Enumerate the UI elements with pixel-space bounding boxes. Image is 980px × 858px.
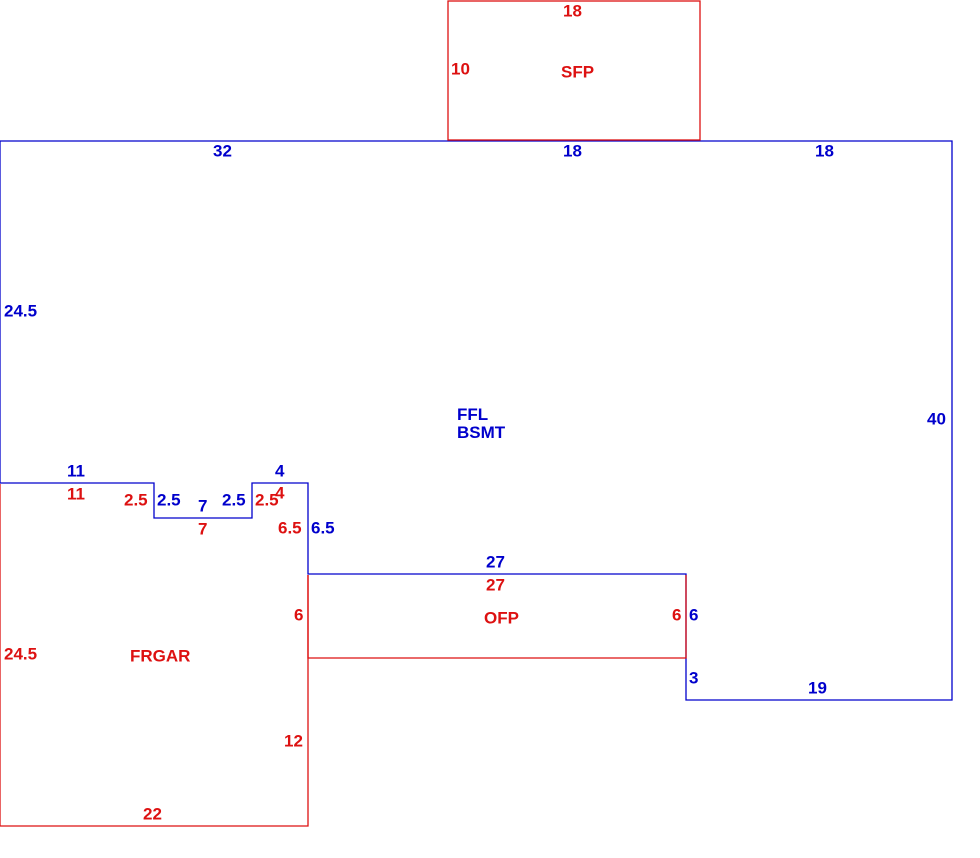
dim-gar-left: 24.5 (4, 644, 37, 663)
dim-sfp-top: 18 (563, 1, 582, 20)
dim-gar-right-mid: 6 (294, 605, 303, 624)
dim-main-top-right: 18 (815, 141, 834, 160)
dim-ofp-side: 6 (672, 605, 681, 624)
garage-name: FRGAR (130, 646, 190, 665)
dim-gar-top2: 4 (275, 483, 285, 502)
dim-gar-right-lower: 12 (284, 731, 303, 750)
dim-gar-notch-down1: 2.5 (124, 490, 148, 509)
dim-gar-top: 11 (67, 484, 85, 503)
dim-main-notch-down2: 6.5 (311, 518, 335, 537)
sfp-name: SFP (561, 62, 594, 81)
dim-main-porch-side: 6 (689, 605, 698, 624)
dim-main-bottom-right: 19 (808, 678, 827, 697)
main-area-outline (0, 140, 953, 701)
dim-main-top-left: 32 (213, 141, 232, 160)
dim-main-notch-up: 2.5 (222, 490, 246, 509)
main-area-name-line2: BSMT (457, 423, 506, 442)
dim-main-notch-down1: 2.5 (157, 490, 181, 509)
dim-gar-notch-bottom: 7 (198, 519, 207, 538)
sfp-outline (447, 0, 701, 141)
dim-main-notch-top2: 4 (275, 461, 285, 480)
dim-ofp-top: 27 (486, 575, 505, 594)
dim-gar-right-upper: 6.5 (278, 518, 302, 537)
dim-sfp-left: 10 (451, 59, 470, 78)
dim-gar-bottom: 22 (143, 804, 162, 823)
garage-outline (0, 484, 309, 827)
dim-main-notch-bottom: 7 (198, 496, 207, 515)
dim-main-porch-top: 27 (486, 552, 505, 571)
dim-main-notch-left-top: 11 (67, 461, 85, 480)
main-area-name-line1: FFL (457, 405, 488, 424)
ofp-name: OFP (484, 608, 519, 627)
dim-main-right: 40 (927, 409, 946, 428)
dim-main-left: 24.5 (4, 301, 37, 320)
dim-main-right-step: 3 (689, 668, 698, 687)
dim-gar-notch-up: 2.5 (255, 490, 279, 509)
dim-main-top-mid: 18 (563, 141, 582, 160)
